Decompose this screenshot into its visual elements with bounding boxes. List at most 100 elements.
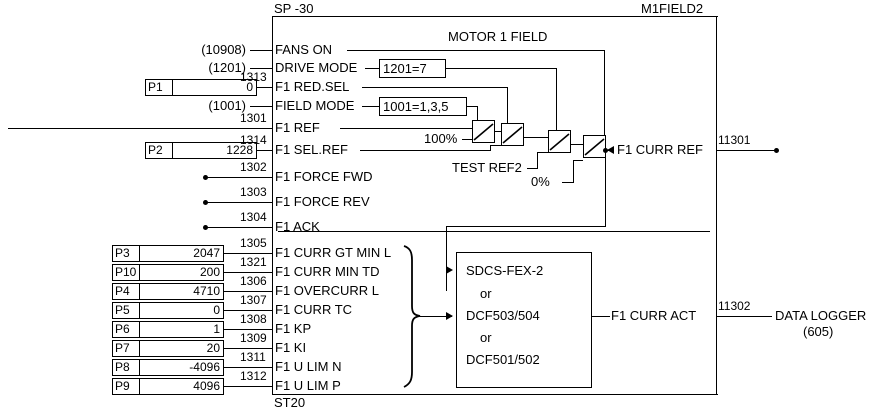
fex-line-5: DCF501/502 — [466, 352, 540, 367]
wire-red-sel-right — [362, 87, 507, 88]
param-id-p5: P5 — [113, 303, 140, 318]
frame-right-vertical — [716, 16, 717, 395]
label-f1-curr-tc: F1 CURR TC — [275, 302, 353, 317]
param-box-p8[interactable]: P8 -4096 — [112, 359, 224, 376]
signal-no-1306: 1306 — [240, 274, 267, 288]
wire-divider-ack — [278, 231, 710, 232]
param-box-p2[interactable]: P2 1228 — [145, 142, 257, 159]
data-logger-label: DATA LOGGER — [775, 308, 867, 323]
frame-top-horizontal — [272, 16, 718, 17]
param-id-p3: P3 — [113, 246, 140, 261]
switch-field-mode[interactable] — [472, 120, 495, 143]
input-label-f1-ack: F1 ACK — [275, 219, 320, 234]
terminal-dot-1302 — [203, 175, 208, 180]
signal-no-1309: 1309 — [240, 331, 267, 345]
wire-f1-ref-from-left-edge — [8, 128, 272, 129]
switch-drive-mode[interactable] — [548, 130, 571, 153]
input-lead-field-mode — [250, 106, 272, 107]
wire-stub-1302 — [206, 177, 272, 178]
input-ref-fans-on: (10908) — [201, 42, 246, 57]
param-value-p2: 1228 — [226, 143, 253, 157]
wire-p5 — [224, 310, 272, 311]
wire-0pct-into-switch4 — [573, 160, 583, 161]
fex-line-3: DCF503/504 — [466, 308, 540, 323]
fex-line-1: SDCS-FEX-2 — [466, 263, 544, 278]
switch-blade-icon — [502, 126, 523, 144]
input-lead-f1-sel-ref — [257, 150, 272, 151]
wire-stub-1303 — [206, 202, 272, 203]
switch-red-sel[interactable] — [501, 123, 524, 146]
condition-box-field-mode: 1001=1,3,5 — [379, 97, 467, 116]
param-value-p1: 0 — [246, 80, 253, 94]
wire-testref2-up — [537, 152, 538, 169]
signal-no-1305: 1305 — [240, 236, 267, 250]
wire-field-mode-to-cond — [362, 106, 379, 107]
param-value-p9: 4096 — [193, 379, 220, 393]
param-value-p4: 4710 — [193, 284, 220, 298]
switch-blade-icon — [584, 138, 605, 156]
wire-stub-1304 — [206, 227, 272, 228]
param-box-p9[interactable]: P9 4096 — [112, 378, 224, 395]
terminal-dot-1304 — [203, 225, 208, 230]
param-value-p7: 20 — [206, 341, 220, 355]
wire-testref2-right — [527, 168, 537, 169]
param-id-p7: P7 — [113, 341, 140, 356]
signal-no-1304: 1304 — [240, 210, 267, 224]
wire-fex-output — [592, 316, 610, 317]
condition-box-drive-mode: 1201=7 — [379, 59, 446, 78]
signal-no-1311: 1311 — [240, 350, 266, 364]
signal-no-1307: 1307 — [240, 293, 267, 307]
param-value-p6: 1 — [213, 322, 220, 336]
signal-no-1314: 1314 — [240, 133, 267, 147]
wire-p6 — [224, 329, 272, 330]
fex-line-2: or — [480, 286, 492, 301]
output-signal-no-11302: 11302 — [718, 299, 751, 313]
signal-no-1313: 1313 — [240, 70, 267, 84]
wire-100pct-to-switch1 — [462, 139, 472, 140]
param-box-p3[interactable]: P3 2047 — [112, 245, 224, 262]
wire-switch2-to-switch3 — [524, 137, 548, 138]
input-label-f1-red-sel: F1 RED.SEL — [275, 79, 350, 94]
param-box-p4[interactable]: P4 4710 — [112, 283, 224, 300]
constant-100-percent: 100% — [424, 131, 458, 146]
wire-sel-ref-up — [490, 145, 491, 151]
param-id-p4: P4 — [113, 284, 140, 299]
wire-switch1-to-switch2 — [495, 131, 501, 132]
wire-fans-on-down — [604, 50, 605, 135]
constant-0-percent: 0% — [531, 174, 550, 189]
label-f1-u-lim-p: F1 U LIM P — [275, 378, 341, 393]
frame-bottom-horizontal — [272, 394, 718, 395]
param-box-p5[interactable]: P5 0 — [112, 302, 224, 319]
wire-drive-mode-to-cond — [365, 68, 379, 69]
input-label-f1-sel-ref: F1 SEL.REF — [275, 142, 348, 157]
param-box-p6[interactable]: P6 1 — [112, 321, 224, 338]
signal-no-1302: 1302 — [240, 160, 267, 174]
wire-p4 — [224, 291, 272, 292]
output-label-f1-curr-act: F1 CURR ACT — [611, 308, 697, 323]
wire-cond2-down — [477, 106, 478, 122]
signal-no-1321: 1321 — [240, 255, 267, 269]
param-box-p10[interactable]: P10 200 — [112, 264, 224, 281]
label-f1-kp: F1 KP — [275, 321, 312, 336]
input-lead-f1-red-sel — [257, 87, 272, 88]
param-box-p1[interactable]: P1 0 — [145, 79, 257, 96]
wire-testref2-into-switch3 — [537, 152, 548, 153]
param-id-p2: P2 — [146, 143, 173, 158]
wire-p10 — [224, 272, 272, 273]
wire-p7 — [224, 348, 272, 349]
param-value-p8: -4096 — [189, 360, 220, 374]
param-id-p1: P1 — [146, 80, 173, 95]
wire-p3 — [224, 253, 272, 254]
param-box-p7[interactable]: P7 20 — [112, 340, 224, 357]
input-lead-drive-mode — [250, 68, 272, 69]
signal-no-1303: 1303 — [240, 185, 267, 199]
switch-fans-on[interactable] — [583, 135, 606, 158]
sheet-ref-right: M1FIELD2 — [641, 1, 704, 16]
input-ref-field-mode: (1001) — [208, 98, 246, 113]
input-label-drive-mode: DRIVE MODE — [275, 60, 358, 75]
terminal-dot-11301 — [774, 148, 779, 153]
fex-converter-block — [456, 252, 592, 388]
signal-no-1308: 1308 — [240, 312, 267, 326]
input-label-f1-force-rev: F1 FORCE REV — [275, 194, 370, 209]
